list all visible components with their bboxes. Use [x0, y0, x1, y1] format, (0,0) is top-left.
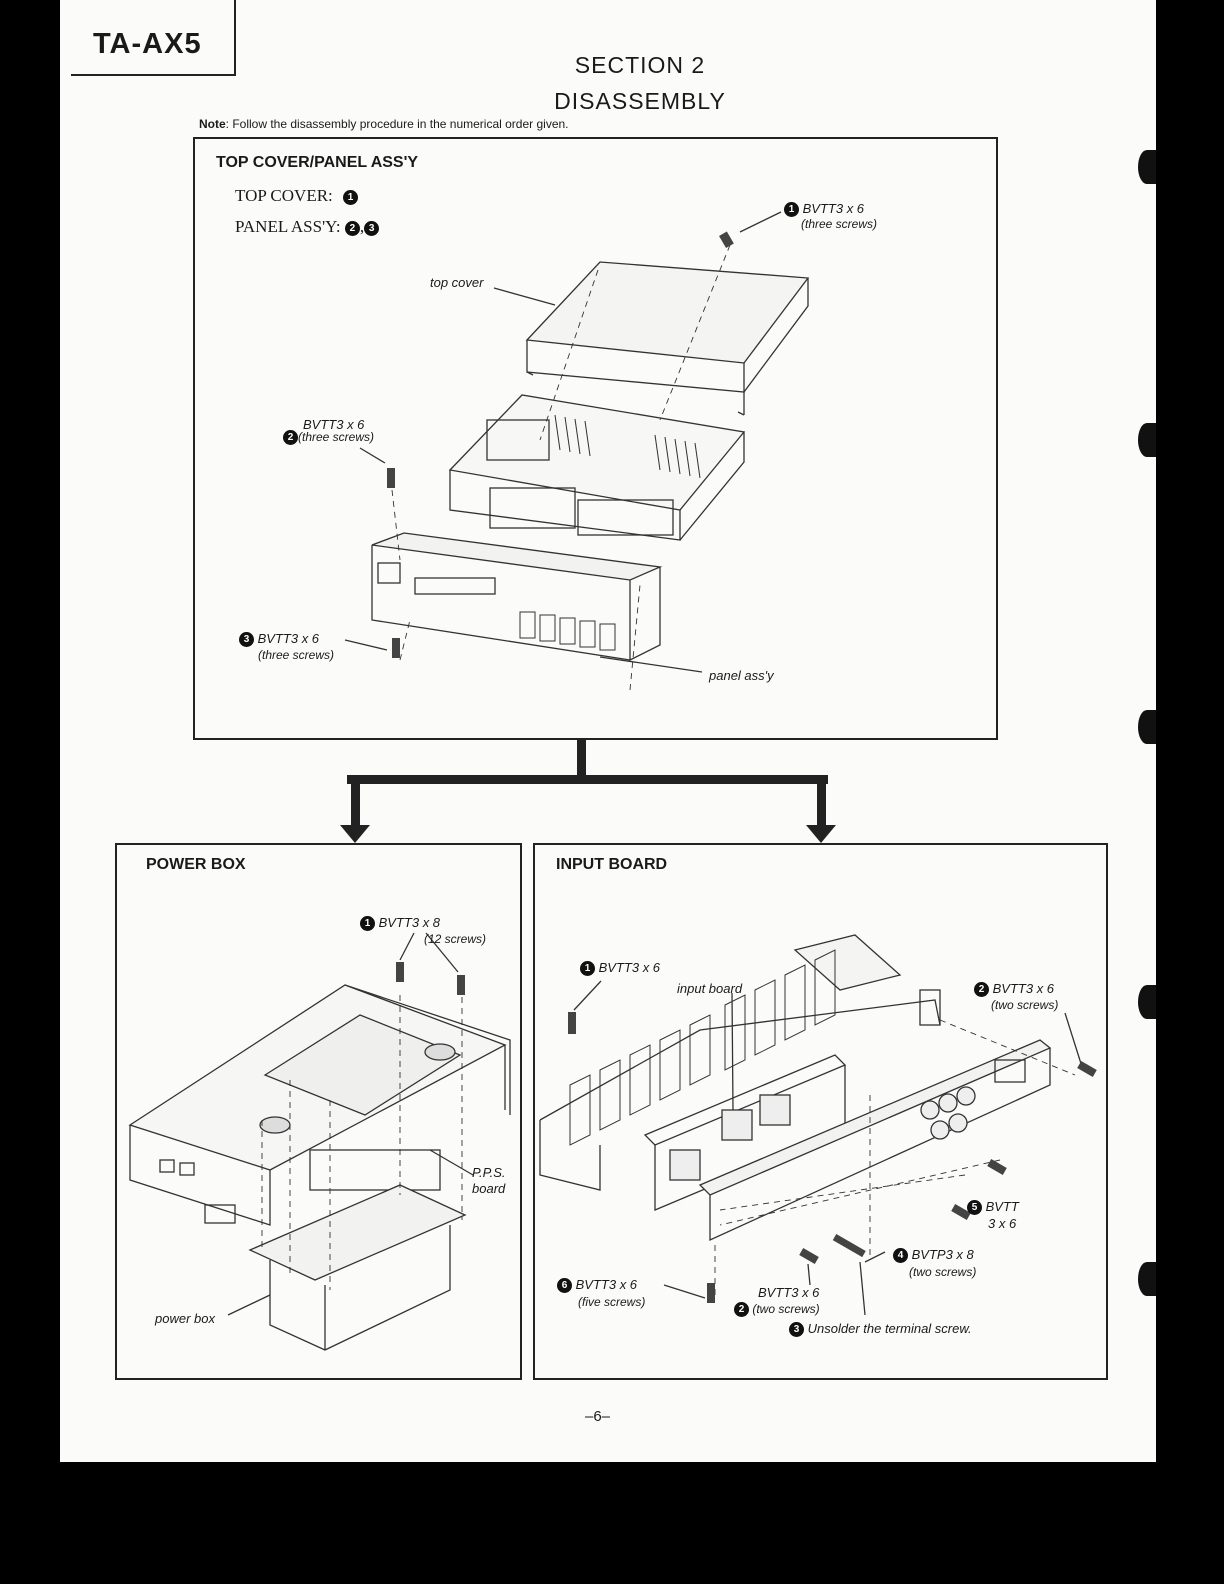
instruction-text: Unsolder the terminal screw.	[807, 1321, 972, 1336]
binding-hole-mark	[1138, 985, 1156, 1019]
step-badge: 2	[344, 220, 360, 236]
panel-assy-label: panel ass'y	[709, 668, 774, 683]
screw-spec: BVTT3 x 6	[575, 1277, 638, 1292]
step-badge: 1	[784, 202, 799, 218]
screw-label: 2 (two screws)	[734, 1302, 820, 1318]
screw-spec: BVTT3 x 6	[257, 631, 320, 646]
top-cover-label: top cover	[430, 275, 484, 290]
model-box	[71, 0, 236, 76]
screw-label: 3 BVTT3 x 6	[239, 631, 320, 648]
screw-spec: BVTT3 x 6	[758, 1285, 820, 1300]
pps-board-label: P.P.S.	[472, 1165, 506, 1180]
top-cover-panel-title: TOP COVER/PANEL ASS'Y	[216, 154, 419, 171]
screw-count-note: (three screws)	[258, 648, 335, 662]
screw-spec: BVTT3 x 8	[378, 915, 441, 930]
top-cover-step-line: TOP COVER: 1	[235, 186, 359, 206]
binding-hole-mark	[1138, 423, 1156, 457]
input-board-panel	[533, 843, 1108, 1380]
screw-label: 5 BVTT	[967, 1199, 1019, 1216]
screw-spec: BVTT3 x 6	[303, 417, 365, 432]
step-badge: 2	[283, 430, 298, 446]
binding-hole-mark	[1138, 710, 1156, 744]
screw-spec: BVTP3 x 8	[911, 1247, 974, 1262]
panel-assy-step-line: PANEL ASS'Y: 2,3	[235, 217, 380, 237]
power-box-panel-title: POWER BOX	[146, 856, 246, 873]
model-number: TA-AX5	[93, 28, 202, 60]
screw-count-note: (five screws)	[578, 1295, 646, 1309]
step-badge: 1	[343, 189, 359, 205]
screw-label: 1 BVTT3 x 8	[360, 915, 441, 932]
pps-board-label: board	[472, 1181, 506, 1196]
top-cover-panel	[193, 137, 998, 740]
step-badge: 4	[893, 1248, 908, 1264]
screw-count-note: (12 screws)	[424, 932, 487, 946]
screw-spec: BVTT3 x 6	[992, 981, 1055, 996]
screw-label: 4 BVTP3 x 8	[893, 1247, 974, 1264]
top-cover-line-label: TOP COVER:	[235, 186, 333, 205]
screw-spec: BVTT	[985, 1199, 1019, 1214]
power-box-label: power box	[155, 1311, 215, 1326]
step-badge: 3	[789, 1322, 804, 1338]
step-badge: 6	[557, 1278, 572, 1294]
screw-label: 6 BVTT3 x 6	[557, 1277, 638, 1294]
screw-spec: BVTT3 x 6	[802, 201, 865, 216]
screw-count-note: (three screws)	[298, 430, 375, 444]
power-box-panel	[115, 843, 522, 1380]
note-label: Note	[199, 117, 226, 131]
step-badge: 5	[967, 1200, 982, 1216]
step-badge: 2	[974, 982, 989, 998]
binding-hole-mark	[1138, 1262, 1156, 1296]
screw-label: 2 BVTT3 x 6	[974, 981, 1055, 998]
input-board-label: input board	[677, 981, 743, 996]
input-board-panel-title: INPUT BOARD	[556, 856, 668, 873]
section-number: SECTION 2	[574, 52, 706, 78]
page-number: –6–	[585, 1408, 611, 1425]
screw-spec: BVTT3 x 6	[598, 960, 661, 975]
step-badge: 1	[580, 961, 595, 977]
note-text: : Follow the disassembly procedure in th…	[225, 117, 569, 131]
step-badge: 1	[360, 916, 375, 932]
screw-count-note: (two screws)	[991, 998, 1059, 1012]
screw-label: 1 BVTT3 x 6	[784, 201, 865, 218]
section-title: DISASSEMBLY	[554, 88, 726, 114]
screw-label: 1 BVTT3 x 6	[580, 960, 661, 977]
screw-spec: 3 x 6	[988, 1216, 1017, 1231]
screw-count-note: (two screws)	[909, 1265, 977, 1279]
step-badge: 3	[364, 220, 380, 236]
binding-hole-mark	[1138, 150, 1156, 184]
unsolder-instruction: 3 Unsolder the terminal screw.	[789, 1321, 972, 1338]
step-badge: 3	[239, 632, 254, 648]
step-badge: 2	[734, 1302, 749, 1318]
note: Note: Follow the disassembly procedure i…	[199, 117, 569, 131]
screw-count-note: (three screws)	[801, 217, 878, 231]
screw-count-note: (two screws)	[752, 1302, 820, 1316]
screw-label: 2(three screws)	[283, 430, 375, 446]
panel-assy-line-label: PANEL ASS'Y:	[235, 217, 341, 236]
